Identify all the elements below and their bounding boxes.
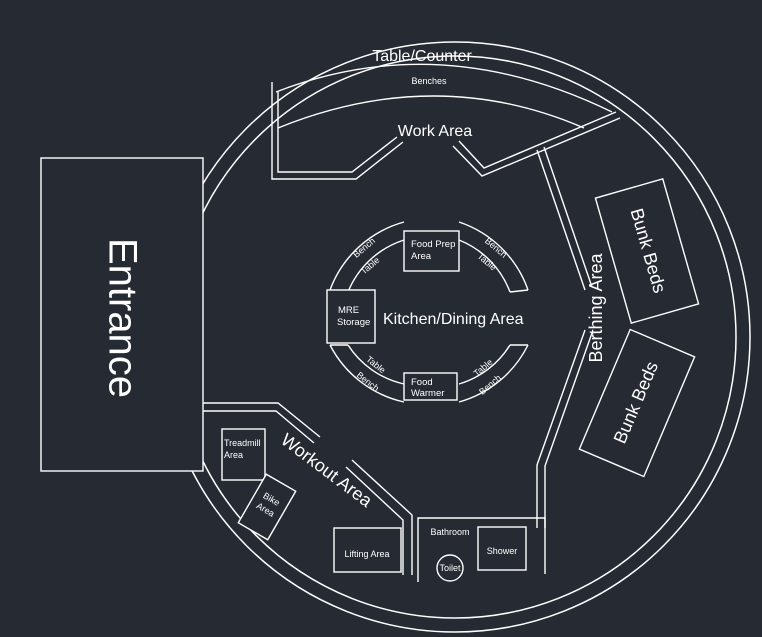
- kitchen-dining-label: Kitchen/Dining Area: [383, 311, 524, 328]
- table-label-tr: Table: [475, 251, 498, 272]
- food-prep-label-1: Food Prep: [411, 239, 455, 250]
- bunk-beds-top: Bunk Beds: [594, 178, 700, 324]
- berthing-area-label: Berthing Area: [586, 252, 606, 362]
- shower-label: Shower: [487, 546, 518, 556]
- table-label-tl: Table: [359, 255, 382, 276]
- food-prep-box: [403, 230, 460, 272]
- entrance-box: [40, 157, 204, 472]
- shower-box: [477, 526, 527, 571]
- kitchen-dining-area: [329, 221, 529, 403]
- berthing-wall-top-inner: [543, 146, 593, 288]
- lifting-area-box: [333, 527, 402, 573]
- workout-area-label: Workout Area: [277, 430, 377, 512]
- mre-storage-box: [326, 289, 376, 344]
- workout-wall-top-inner: [203, 410, 315, 444]
- bike-box: [237, 473, 297, 541]
- bunk-beds-top-box: [594, 178, 700, 324]
- treadmill-label-2: Area: [224, 450, 243, 460]
- work-area-wall-right-inner: [458, 111, 617, 169]
- entrance-label: Entrance: [100, 238, 144, 398]
- mre-label-1: MRE: [338, 305, 359, 316]
- workout-wall-right-inner: [345, 466, 404, 575]
- bathroom-wall: [417, 517, 546, 582]
- work-area-label: Work Area: [398, 123, 473, 140]
- table-counter-label: Table/Counter: [372, 48, 472, 65]
- toilet-circle: [436, 554, 464, 582]
- food-warmer-label-1: Food: [411, 377, 433, 388]
- bench-label-br: Bench: [477, 373, 503, 397]
- food-warmer-label-2: Warmer: [411, 388, 444, 399]
- food-warmer-box: [403, 372, 458, 401]
- work-area-wall-left-inner: [277, 92, 398, 173]
- berthing-wall-bottom: [536, 329, 586, 528]
- lifting-area-label: Lifting Area: [344, 549, 389, 559]
- mre-label-2: Storage: [337, 317, 370, 328]
- workout-wall-right: [351, 459, 413, 575]
- berthing-wall-bottom-inner: [544, 332, 593, 528]
- work-area-wall-left: [271, 82, 404, 180]
- benches-label: Benches: [411, 76, 447, 86]
- bench-arc-inner: [277, 95, 585, 129]
- food-prep-label-2: Area: [411, 251, 432, 262]
- work-area-wall-right: [452, 117, 621, 177]
- bunk-beds-bottom-box: [578, 328, 696, 478]
- treadmill-box: [221, 428, 266, 481]
- bathroom-label: Bathroom: [430, 527, 469, 537]
- bike-area: Bike Area: [237, 473, 297, 541]
- bench-arc-outer: [275, 63, 613, 113]
- toilet-label: Toilet: [439, 563, 461, 573]
- workout-wall-top: [203, 402, 321, 438]
- berthing-wall-top: [536, 149, 586, 291]
- treadmill-label-1: Treadmill: [224, 438, 261, 448]
- bunk-beds-bottom: Bunk Beds: [578, 328, 696, 478]
